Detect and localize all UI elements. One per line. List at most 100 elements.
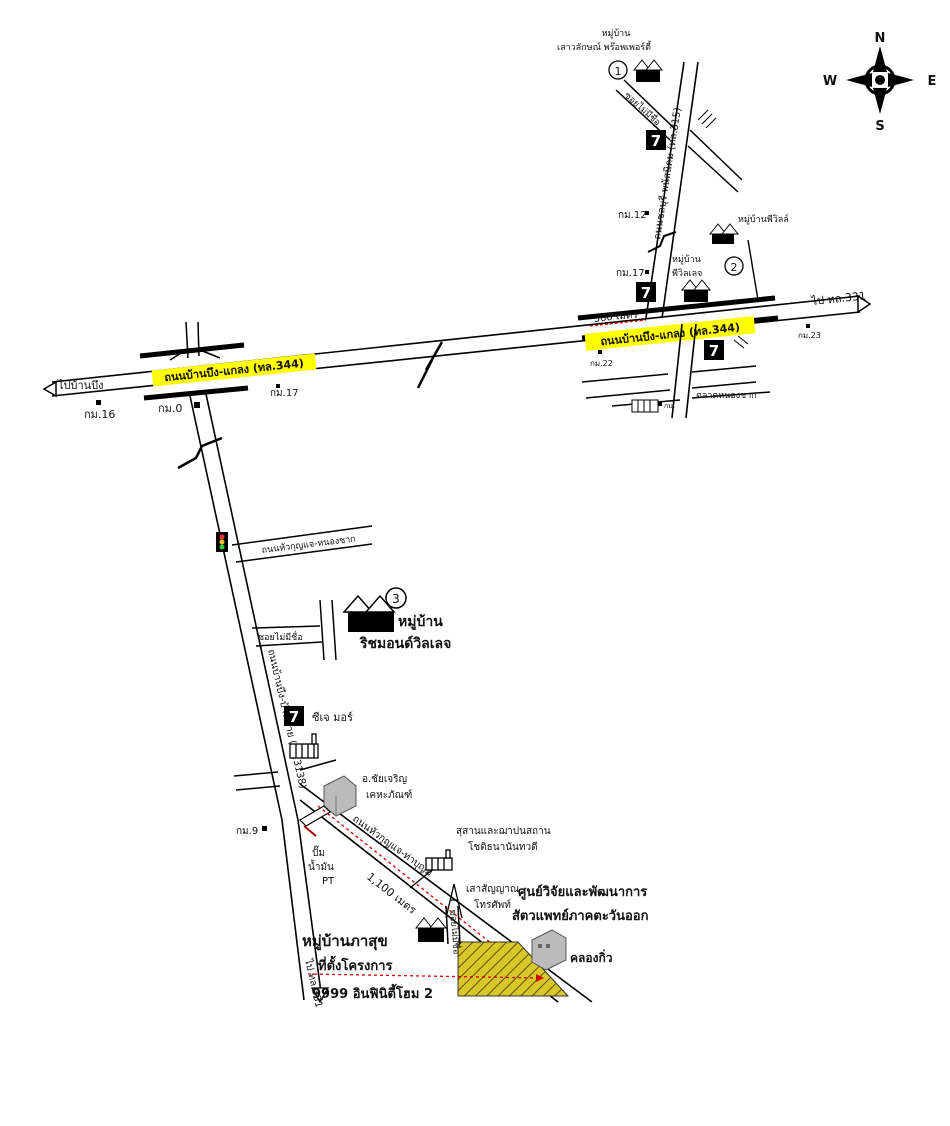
- road-break-3: [647, 231, 677, 253]
- road-3138: [189, 393, 323, 1001]
- km0-label: กม.0: [158, 402, 182, 415]
- village-3: 3 หมู่บ้าน ริชมอนด์วิลเลจ: [342, 587, 452, 652]
- project-label-1: ที่ตั้งโครงการ: [318, 955, 393, 974]
- km17-marker: [276, 384, 280, 388]
- cj-more-label: ซีเจ มอร์: [312, 711, 353, 724]
- route-500m: [589, 319, 647, 327]
- svg-text:หมู่บ้านพีวิลล์: หมู่บ้านพีวิลล์: [738, 213, 789, 225]
- chaicharoen-label-2: เคหะภัณฑ์: [366, 789, 412, 801]
- distance-1100-label: 1,100 เมตร: [364, 870, 419, 917]
- km16-label: กม.16: [84, 408, 115, 421]
- svg-text:7: 7: [651, 132, 661, 150]
- market-road-label: ตลาดหนองชาก: [696, 391, 757, 401]
- diagonal-road-label: ถนนหัวกุญแจ-ท่าบุญมี: [350, 813, 435, 879]
- research-building-icon: [531, 929, 567, 971]
- svg-text:ถนนบ้านบึง-แกลง (ทล.344): ถนนบ้านบึง-แกลง (ทล.344): [164, 357, 305, 385]
- svg-text:ริชมอนด์วิลเลจ: ริชมอนด์วิลเลจ: [359, 635, 452, 652]
- arrow-east-icon: [857, 294, 872, 314]
- route-arrow-icon: [536, 974, 544, 982]
- tower-label-2: โทรศัพท์: [474, 898, 511, 911]
- svg-text:2: 2: [731, 261, 738, 274]
- km12-marker: [645, 211, 649, 215]
- seven-eleven-icon: 7: [646, 130, 666, 150]
- route-project: [307, 973, 541, 979]
- traffic-light-icon: [216, 532, 228, 552]
- arrow-south-icon: [310, 987, 330, 1004]
- soi-mid-label: ซอยไม่มีชื่อ: [258, 630, 303, 643]
- km17-label: กม.17: [270, 388, 299, 399]
- distance-500-label: 500 เมตร: [593, 309, 639, 325]
- svg-text:7: 7: [709, 342, 719, 360]
- chaicharoen-label-1: อ.ชัยเจริญ: [362, 774, 407, 785]
- gas-label-1: ปั๊ม: [312, 845, 325, 859]
- km9-marker: [262, 826, 267, 831]
- soi-project: [445, 905, 461, 945]
- village-2b-label-1: หมู่บ้าน: [672, 254, 701, 265]
- research-label-3: คลองกิ่ว: [570, 949, 613, 965]
- svg-text:7: 7: [289, 708, 299, 726]
- compass-e: E: [928, 74, 937, 89]
- project-site-area: [457, 941, 570, 997]
- compass-rose-icon: N S E W: [823, 31, 937, 134]
- km16-marker: [96, 400, 101, 405]
- km22-label: กม.22: [590, 359, 613, 368]
- km0-marker: [194, 402, 200, 408]
- seven-eleven-icon: 7: [284, 706, 304, 726]
- to-banbueng-label: ไปบ้านบึง: [57, 379, 104, 392]
- village-1: หมู่บ้าน เสาวลักษณ์ พร๊อพเพอร์ตี้ 1: [557, 28, 664, 82]
- building-rows-icon: [697, 109, 717, 129]
- gas-label-3: PT: [322, 876, 335, 887]
- building-rows-icon: [631, 399, 659, 413]
- market-road: [581, 365, 771, 407]
- gas-station-icon: [299, 805, 331, 837]
- svg-text:3: 3: [392, 592, 400, 606]
- to-hwy331-label: ไป ทล.331: [810, 289, 867, 308]
- antenna-tower-icon: [445, 883, 463, 919]
- road-315: [645, 61, 699, 419]
- seven-eleven-icon: 7: [704, 340, 724, 360]
- huaikapi-road: [231, 525, 373, 563]
- km22-marker: [598, 350, 602, 354]
- cemetery-label-1: สุสานและฌาปนสถาน: [456, 826, 551, 837]
- cemetery-icon: [425, 849, 453, 871]
- house-icon: [342, 594, 396, 632]
- km17b-marker: [645, 270, 649, 274]
- svg-text:หมู่บ้าน: หมู่บ้าน: [398, 614, 443, 630]
- bridge-west: [139, 342, 249, 401]
- km23-marker: [806, 324, 810, 328]
- soi-mid: [251, 599, 337, 661]
- house-icon: [632, 59, 664, 82]
- village-2: หมู่บ้านพีวิลล์ 2: [708, 213, 789, 301]
- soi-near-1-label: ซอยไม่มีชื่อ: [622, 89, 664, 129]
- seven-eleven-icon: 7: [636, 282, 656, 302]
- km23-label: กม.23: [798, 331, 821, 340]
- compass-n: N: [875, 31, 886, 46]
- svg-text:7: 7: [641, 284, 651, 302]
- compass-w: W: [823, 74, 837, 89]
- compass-s: S: [875, 119, 884, 134]
- km-small-label: กม.: [664, 402, 675, 410]
- svg-text:เสาวลักษณ์ พร๊อพเพอร์ตี้: เสาวลักษณ์ พร๊อพเพอร์ตี้: [557, 40, 652, 53]
- phasuk-label: หมู่บ้านภาสุข: [302, 932, 388, 951]
- project-label-2: 9999 อินฟินิตี้โฮม 2: [312, 983, 433, 1002]
- km17b-label: กม.17: [616, 268, 645, 279]
- km12-label: กม.12: [618, 210, 647, 221]
- cemetery-label-2: โชติธนานันทวดี: [468, 840, 538, 853]
- research-label-2: สัตวแพทย์ภาคตะวันออก: [512, 908, 649, 924]
- tower-label-1: เสาสัญญาณ: [466, 884, 519, 895]
- svg-text:1: 1: [615, 65, 622, 78]
- village-2b-label-2: พีวิลเลจ: [672, 268, 702, 279]
- west-cross-road: [169, 321, 221, 361]
- arrow-west-icon: [42, 380, 57, 398]
- cross-road-km9: [233, 759, 337, 791]
- svg-text:หมู่บ้าน: หมู่บ้าน: [602, 28, 631, 39]
- km-small-marker: [658, 402, 662, 406]
- road-break-2: [177, 436, 223, 470]
- main-road-label-west: ถนนบ้านบึง-แกลง (ทล.344): [151, 353, 317, 387]
- house-icon: [708, 223, 740, 244]
- factory-icon: [289, 733, 319, 759]
- road-break-symbol: [416, 341, 444, 389]
- km9-label: กม.9: [236, 826, 258, 837]
- phasuk-village-icon: [414, 917, 448, 942]
